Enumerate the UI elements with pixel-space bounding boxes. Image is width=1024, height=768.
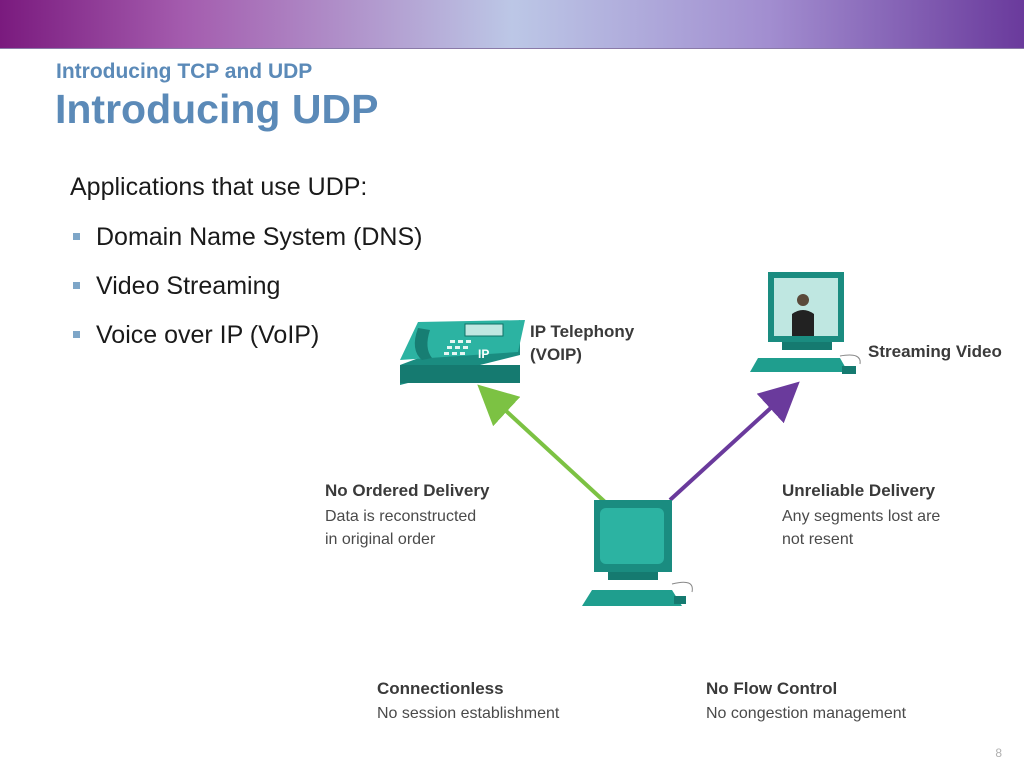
title-banner (0, 0, 1024, 49)
left-feature-line2: in original order (325, 531, 436, 548)
bullet-item: Voice over IP (VoIP) (70, 320, 422, 369)
source-computer-icon (582, 500, 693, 606)
bullet-list: Domain Name System (DNS) Video Streaming… (70, 222, 422, 369)
left-feature-line1: Data is reconstructed (325, 508, 476, 525)
bullet-marker (73, 233, 80, 240)
right-feature-line1: Any segments lost are (782, 508, 940, 525)
bullet-item: Video Streaming (70, 271, 422, 320)
bullet-text: Video Streaming (96, 272, 281, 300)
right-feature-title: Unreliable Delivery (782, 481, 936, 500)
page-number: 8 (995, 746, 1002, 760)
left-feature-title: No Ordered Delivery (325, 481, 490, 500)
right-feature-line2: not resent (782, 531, 854, 548)
udp-diagram: IP IP Telephony (VOIP) Streaming Video N… (325, 272, 1002, 722)
ip-phone-icon: IP (400, 320, 525, 385)
video-label: Streaming Video (868, 342, 1002, 361)
intro-text: Applications that use UDP: (70, 173, 368, 201)
bottom-right-line1: No congestion management (706, 705, 907, 722)
bullet-marker (73, 282, 80, 289)
bottom-left-line1: No session establishment (377, 705, 560, 722)
bullet-marker (73, 331, 80, 338)
video-monitor-icon (750, 272, 861, 374)
slide-title: Introducing UDP (55, 86, 379, 132)
bottom-left-title: Connectionless (377, 679, 504, 698)
phone-ip-badge: IP (478, 347, 489, 361)
bottom-right-title: No Flow Control (706, 679, 837, 698)
bullet-item: Domain Name System (DNS) (70, 222, 422, 271)
bullet-text: Voice over IP (VoIP) (96, 321, 320, 349)
green-arrow (477, 384, 607, 504)
slide-subtitle: Introducing TCP and UDP (56, 60, 313, 83)
phone-label-line2: (VOIP) (530, 345, 582, 364)
phone-label-line1: IP Telephony (530, 322, 635, 341)
bullet-text: Domain Name System (DNS) (96, 223, 423, 251)
purple-arrow (668, 381, 800, 502)
